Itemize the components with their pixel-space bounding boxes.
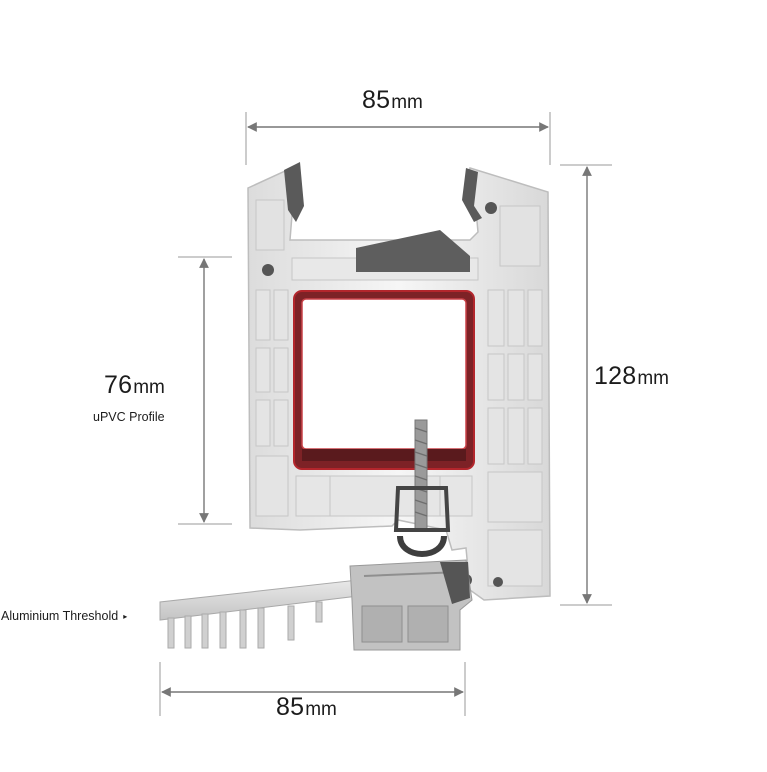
dimension-left [178,256,232,525]
dimension-right [560,164,612,606]
threshold-pointer-icon: ▸ [123,612,128,621]
height-value: 128 [594,362,637,390]
steel-reinforcement [293,290,475,470]
inner-height-label: 76mm [104,371,165,400]
inner-height-unit: mm [133,377,165,398]
dimension-top [245,112,551,165]
threshold-caption: Aluminium Threshold ▸ [1,609,127,623]
fixing-screw [393,419,451,557]
gaskets [262,162,503,587]
height-label: 128mm [594,362,669,391]
top-width-label: 85mm [362,86,423,115]
height-unit: mm [637,368,669,389]
top-width-unit: mm [391,92,423,113]
top-width-value: 85 [362,86,391,114]
bottom-width-unit: mm [305,699,337,720]
bottom-width-value: 85 [276,693,305,721]
threshold-caption-text: Aluminium Threshold [1,609,119,623]
dimension-bottom [159,662,466,716]
aluminium-threshold [159,559,473,651]
bottom-width-label: 85mm [276,693,337,722]
inner-height-value: 76 [104,371,133,399]
upvc-profile-caption: uPVC Profile [93,410,165,424]
